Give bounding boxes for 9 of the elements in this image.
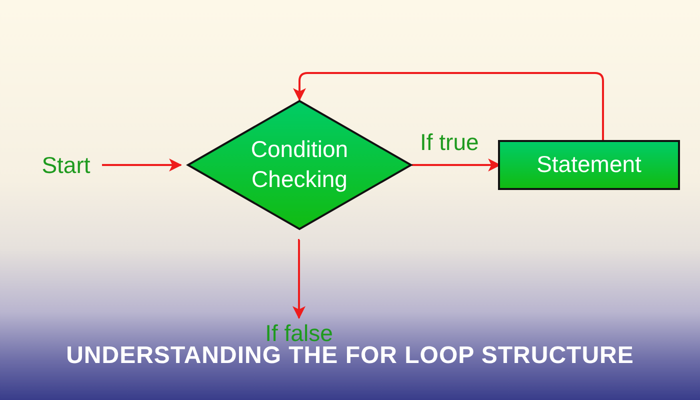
decision-diamond (187, 100, 412, 230)
edge-label: If true (420, 129, 479, 156)
arrow (102, 158, 182, 172)
process-box (498, 140, 680, 190)
flow-label: Start (42, 152, 90, 178)
node-label: Condition Checking (250, 135, 350, 194)
arrow (293, 72, 604, 140)
node-label: Statement (536, 150, 642, 180)
arrow (292, 239, 306, 320)
